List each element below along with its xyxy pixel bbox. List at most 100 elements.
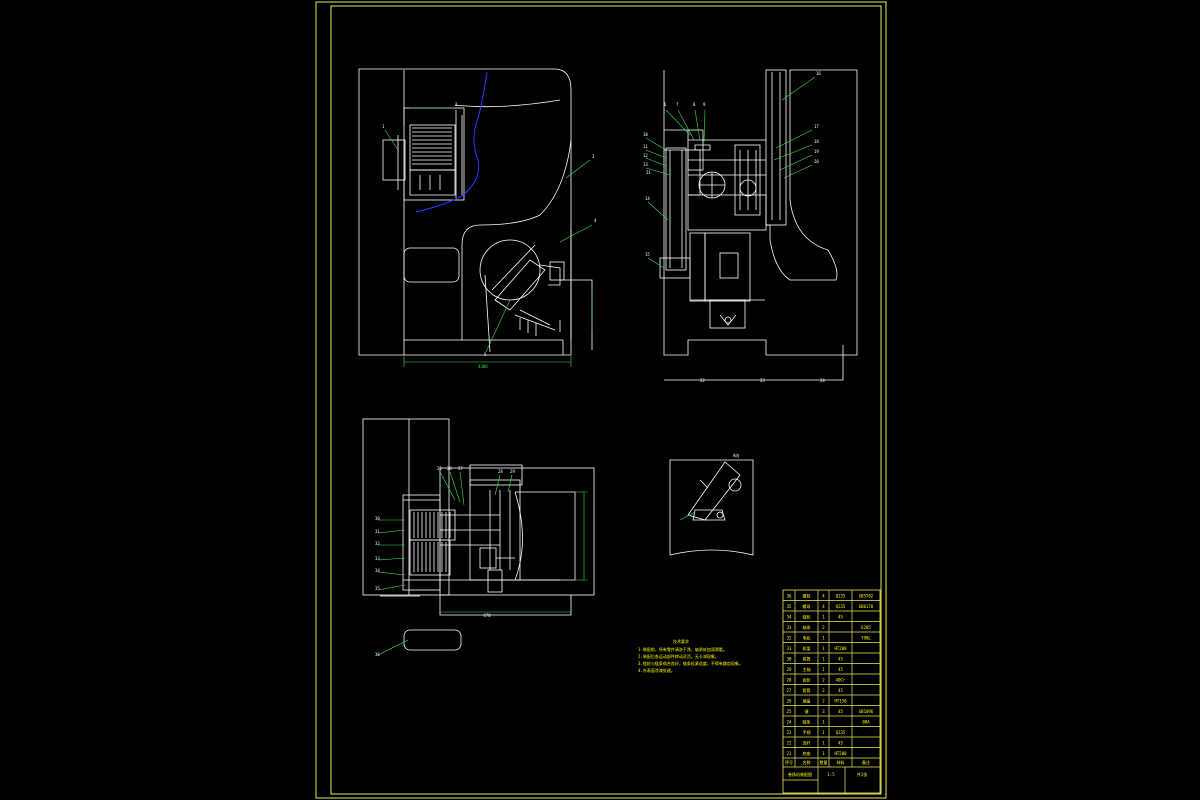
parts-row-qty: 1 — [822, 730, 825, 735]
parts-row-note: Y90L — [861, 635, 871, 640]
parts-row-material: 45 — [838, 740, 843, 745]
parts-row-name: 螺母 — [803, 603, 811, 609]
top-leaders — [377, 471, 588, 656]
parts-row-name: 螺栓 — [803, 592, 811, 598]
parts-row-material: Q235 — [836, 730, 846, 735]
parts-row-no: 33 — [787, 625, 792, 630]
balloon-number: 19 — [814, 149, 819, 154]
parts-header-name: 名称 — [803, 759, 811, 765]
balloon-number: 16 — [816, 71, 821, 76]
parts-row-no: 24 — [787, 719, 792, 724]
parts-row-note: 08A — [862, 719, 870, 724]
balloon-number: 24 — [820, 378, 825, 383]
balloon-number: 25 — [437, 466, 442, 471]
parts-header-note: 备注 — [862, 759, 870, 765]
parts-row-qty: 1 — [822, 751, 825, 756]
parts-row-name: 手柄 — [803, 729, 811, 735]
parts-row-no: 22 — [787, 740, 792, 745]
balloon-number: 6 — [664, 102, 667, 107]
parts-row-name: 连杆 — [803, 739, 811, 745]
parts-row-qty: 2 — [822, 677, 825, 682]
parts-row-qty: 1 — [822, 614, 825, 619]
parts-row-no: 35 — [787, 604, 792, 609]
balloon-number: 4 — [594, 218, 597, 223]
parts-row-qty: 1 — [822, 740, 825, 745]
parts-row-qty: 1 — [822, 719, 825, 724]
parts-row-no: 36 — [787, 593, 792, 598]
balloon-number: 21 — [646, 170, 651, 175]
sheet-count: 共1张 — [857, 771, 867, 777]
balloon-number: 28 — [498, 469, 503, 474]
parts-row-no: 34 — [787, 614, 792, 619]
parts-row-material: HT150 — [834, 698, 847, 703]
balloon-number: 10 — [643, 132, 648, 137]
parts-row-no: 25 — [787, 709, 792, 714]
parts-row-material: 45 — [838, 667, 843, 672]
notes-title: 技术要求 — [673, 638, 689, 644]
balloon-number: 29 — [510, 469, 515, 474]
parts-row-qty: 1 — [822, 656, 825, 661]
parts-row-qty: 2 — [822, 698, 825, 703]
parts-header-no: 序号 — [785, 759, 793, 765]
parts-row-name: 键 — [805, 708, 809, 714]
parts-row-name: 主轴 — [803, 666, 811, 672]
blue-outline — [415, 71, 488, 213]
front-width-dimension: 4306 — [478, 364, 488, 369]
front-view — [358, 68, 593, 356]
parts-row-no: 28 — [787, 677, 792, 682]
parts-row-qty: 2 — [822, 625, 825, 630]
parts-row-qty: 1 — [822, 646, 825, 651]
parts-row-qty: 1 — [822, 667, 825, 672]
parts-row-no: 21 — [787, 751, 792, 756]
side-view — [659, 69, 858, 381]
balloon-number: 32 — [375, 541, 380, 546]
notes-line-4: 4.外表面涂漆处理。 — [638, 667, 675, 673]
parts-row-material: Q235 — [836, 604, 846, 609]
drawing-scale: 1:5 — [827, 772, 835, 777]
balloon-number: 11 — [643, 144, 648, 149]
parts-row-qty: 4 — [822, 593, 825, 598]
title-block-frame — [782, 589, 881, 794]
parts-row-qty: 2 — [822, 688, 825, 693]
parts-row-qty: 3 — [822, 709, 825, 714]
parts-header-material: 材料 — [837, 759, 845, 765]
parts-row-material: 45 — [838, 688, 843, 693]
parts-row-note: GB6170 — [859, 604, 874, 609]
parts-row-material: HT200 — [834, 751, 847, 756]
inner-frame — [330, 5, 882, 795]
parts-row-qty: 1 — [822, 635, 825, 640]
balloon-number: 20 — [814, 159, 819, 164]
parts-row-material: HT200 — [834, 646, 847, 651]
detail-label: A向 — [733, 452, 739, 458]
parts-row-name: 卷筒 — [803, 655, 811, 661]
notes-line-2: 2.装配后各运动部件转动灵活，无卡滞现象。 — [638, 653, 719, 659]
balloon-number: 26 — [447, 466, 452, 471]
top-width-dimension: 470 — [483, 613, 491, 618]
outer-frame — [315, 1, 887, 799]
parts-row-name: 套筒 — [803, 687, 811, 693]
balloon-number: 7 — [676, 102, 679, 107]
top-view — [362, 418, 595, 651]
parts-row-note: GB1096 — [859, 709, 874, 714]
parts-row-note: 6205 — [861, 625, 871, 630]
parts-row-name: 端盖 — [803, 697, 811, 703]
balloon-number: 23 — [760, 378, 765, 383]
balloon-number: 18 — [814, 139, 819, 144]
parts-row-material: Q235 — [836, 593, 846, 598]
parts-row-no: 23 — [787, 730, 792, 735]
balloon-number: 33 — [375, 556, 380, 561]
parts-row-qty: 4 — [822, 604, 825, 609]
side-leaders — [645, 76, 816, 269]
parts-row-no: 27 — [787, 688, 792, 693]
parts-row-name: 链轮 — [803, 613, 811, 619]
notes-line-1: 1.装配前，所有零件清洗干净，轴承处加润滑脂。 — [638, 646, 727, 652]
parts-row-no: 26 — [787, 698, 792, 703]
parts-row-name: 电机 — [803, 634, 811, 640]
technical-notes: 技术要求 1.装配前，所有零件清洗干净，轴承处加润滑脂。 2.装配后各运动部件转… — [638, 638, 743, 673]
parts-row-material: 40Cr — [836, 677, 846, 682]
balloon-number: 13 — [643, 162, 648, 167]
parts-row-no: 32 — [787, 635, 792, 640]
parts-row-no: 31 — [787, 646, 792, 651]
balloon-number: 15 — [645, 252, 650, 257]
